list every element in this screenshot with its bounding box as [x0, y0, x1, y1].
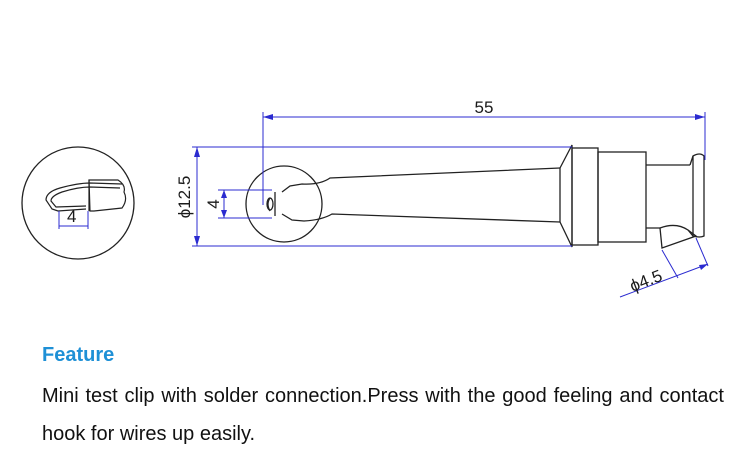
collar — [571, 147, 599, 246]
dim-d45-line — [619, 263, 709, 298]
rear-neck — [646, 164, 690, 229]
diameter-label: ϕ12.5 — [175, 176, 194, 219]
hook-height-label: 4 — [204, 199, 223, 208]
detail-view: 4 — [21, 146, 135, 260]
hook-eye — [266, 197, 274, 211]
shaft-bottom — [281, 213, 561, 223]
detail-hook — [45, 182, 123, 212]
detail-hook-inner — [50, 186, 121, 208]
tip-circle — [245, 165, 323, 243]
arrowheads — [194, 114, 708, 270]
main-view — [245, 144, 705, 249]
detail-circle — [21, 146, 135, 260]
feature-description: Mini test clip with solder connection.Pr… — [42, 385, 724, 445]
dim-d45-ext-right — [695, 237, 709, 267]
cone — [559, 144, 573, 248]
dim-d45-ext-left — [661, 249, 679, 279]
shaft-top — [281, 167, 561, 193]
body — [597, 151, 647, 243]
dimensions — [192, 112, 709, 298]
length-label: 55 — [475, 98, 494, 117]
tip-diameter-label: ϕ4.5 — [627, 266, 665, 296]
detail-width-label: 4 — [67, 207, 76, 226]
rear-cup — [687, 153, 705, 238]
technical-drawing: 4 — [21, 98, 709, 298]
detail-body — [88, 179, 127, 212]
feature-heading: Feature — [42, 344, 115, 366]
solder-cup — [659, 224, 698, 249]
